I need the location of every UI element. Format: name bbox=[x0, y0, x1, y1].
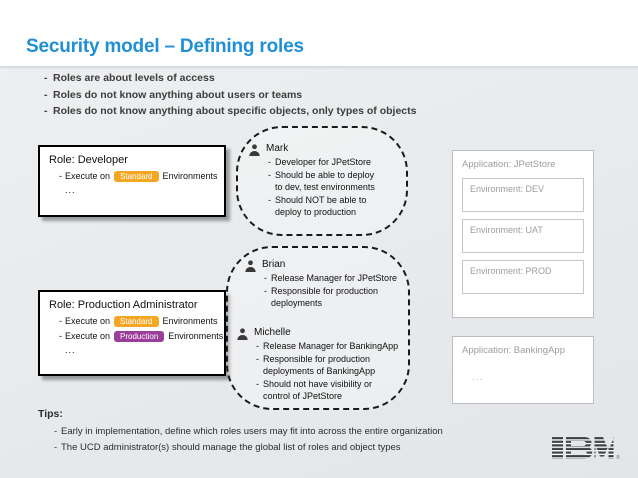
header-divider bbox=[0, 66, 638, 69]
intro-bullet-list: -Roles are about levels of access -Roles… bbox=[44, 70, 564, 120]
environment-box-dev: Environment: DEV bbox=[462, 178, 584, 212]
person-detail: deployments of BankingApp bbox=[236, 365, 398, 378]
slide-header bbox=[0, 0, 638, 66]
application-panel-jpetstore: Application: JPetStore Environment: DEV … bbox=[452, 150, 594, 318]
person-detail: to dev, test environments bbox=[248, 181, 375, 194]
application-title: Application: JPetStore bbox=[462, 159, 556, 170]
list-item: -Roles are about levels of access bbox=[44, 72, 215, 84]
person-card-michelle: Michelle -Release Manager for BankingApp… bbox=[236, 326, 398, 403]
environment-label: Environment: UAT bbox=[470, 225, 543, 235]
person-detail-text: Responsible for production bbox=[271, 285, 379, 296]
person-icon bbox=[245, 260, 256, 272]
user-group-developers: Mark -Developer for JPetStore -Should be… bbox=[236, 126, 408, 236]
person-card-mark: Mark -Developer for JPetStore -Should be… bbox=[248, 142, 375, 219]
permission-prefix: Execute on bbox=[65, 331, 111, 341]
person-name: Brian bbox=[262, 259, 286, 270]
person-detail: -Developer for JPetStore bbox=[268, 157, 372, 167]
person-detail-text: Release Manager for JPetStore bbox=[271, 273, 398, 283]
person-header: Brian bbox=[244, 258, 397, 272]
role-title: Role: Developer bbox=[49, 154, 128, 166]
person-detail-text: deployments of BankingApp bbox=[263, 366, 376, 377]
role-ellipsis: ... bbox=[65, 345, 76, 355]
person-detail: -Should not have visibility or bbox=[256, 378, 373, 389]
person-detail: deploy to production bbox=[248, 206, 375, 219]
person-detail: -Should NOT be able to bbox=[268, 194, 367, 205]
person-card-brian: Brian -Release Manager for JPetStore -Re… bbox=[244, 258, 397, 310]
person-name: Michelle bbox=[254, 327, 291, 338]
list-item: -The UCD administrator(s) should manage … bbox=[54, 441, 401, 453]
person-header: Michelle bbox=[236, 326, 398, 340]
person-detail-text: Release Manager for BankingApp bbox=[263, 341, 399, 351]
tips-section: Tips: -Early in implementation, define w… bbox=[38, 408, 508, 455]
permission-prefix: Execute on bbox=[65, 316, 111, 326]
badge-standard: Standard bbox=[114, 171, 159, 182]
list-item: -Roles do not know anything about specif… bbox=[44, 105, 417, 117]
permission-prefix: Execute on bbox=[65, 171, 111, 181]
tips-heading: Tips: bbox=[38, 408, 63, 420]
person-detail: -Should be able to deploy bbox=[268, 169, 375, 180]
person-detail: deployments bbox=[244, 297, 397, 310]
registered-trademark-symbol: ® bbox=[616, 455, 620, 461]
person-detail: -Release Manager for BankingApp bbox=[256, 341, 399, 351]
person-icon bbox=[237, 328, 248, 340]
bullet-text: Roles do not know anything about users o… bbox=[53, 88, 303, 101]
permission-suffix: Environments bbox=[162, 316, 218, 326]
person-detail: -Responsible for production bbox=[264, 285, 379, 296]
person-detail-text: Should be able to deploy bbox=[275, 169, 375, 180]
user-group-release-managers: Brian -Release Manager for JPetStore -Re… bbox=[226, 246, 410, 410]
person-detail: control of JPetStore bbox=[236, 390, 398, 403]
person-icon bbox=[249, 144, 260, 156]
environment-box-prod: Environment: PROD bbox=[462, 260, 584, 294]
person-detail-text: deployments bbox=[271, 298, 323, 309]
person-name: Mark bbox=[266, 143, 289, 154]
environment-label: Environment: DEV bbox=[470, 184, 545, 194]
page-title: Security model – Defining roles bbox=[26, 36, 304, 57]
application-ellipsis: ... bbox=[472, 372, 485, 382]
list-item: -Early in implementation, define which r… bbox=[54, 426, 443, 437]
role-card-production-administrator: Role: Production Administrator -Execute … bbox=[38, 290, 226, 376]
tip-text: The UCD administrator(s) should manage t… bbox=[61, 441, 401, 453]
bullet-text: Roles do not know anything about specifi… bbox=[53, 105, 417, 117]
role-ellipsis: ... bbox=[65, 185, 76, 195]
person-detail-text: Should NOT be able to bbox=[275, 194, 367, 205]
person-detail: -Release Manager for JPetStore bbox=[264, 273, 398, 283]
person-detail-text: Should not have visibility or bbox=[263, 378, 373, 389]
environment-label: Environment: PROD bbox=[470, 266, 552, 276]
role-title: Role: Production Administrator bbox=[49, 299, 198, 311]
person-header: Mark bbox=[248, 142, 375, 156]
person-detail-text: to dev, test environments bbox=[275, 182, 375, 193]
tip-text: Early in implementation, define which ro… bbox=[61, 426, 443, 437]
person-detail-text: Responsible for production bbox=[263, 353, 371, 364]
ibm-logo bbox=[552, 437, 614, 459]
application-title: Application: BankingApp bbox=[462, 345, 565, 356]
person-detail-text: Developer for JPetStore bbox=[275, 157, 372, 167]
badge-standard: Standard bbox=[114, 316, 159, 327]
person-detail: -Responsible for production bbox=[256, 353, 371, 364]
badge-production: Production bbox=[114, 331, 165, 342]
list-item: -Roles do not know anything about users … bbox=[44, 88, 303, 101]
permission-suffix: Environments bbox=[162, 171, 218, 181]
permission-suffix: Environments bbox=[168, 331, 224, 341]
person-detail-text: deploy to production bbox=[275, 207, 357, 218]
application-panel-bankingapp: Application: BankingApp ... bbox=[452, 336, 594, 404]
person-detail-text: control of JPetStore bbox=[263, 391, 343, 402]
bullet-text: Roles are about levels of access bbox=[53, 72, 215, 84]
environment-box-uat: Environment: UAT bbox=[462, 219, 584, 253]
